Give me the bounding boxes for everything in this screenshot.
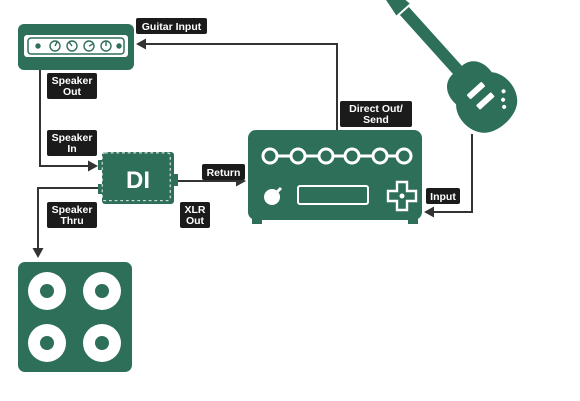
amp-head-icon bbox=[18, 24, 134, 70]
svg-text:Speaker: Speaker bbox=[52, 75, 93, 87]
electric-guitar-icon bbox=[385, 0, 518, 133]
svg-text:Direct Out/: Direct Out/ bbox=[349, 103, 403, 115]
svg-text:Send: Send bbox=[363, 114, 389, 126]
arrowhead-di-speaker-in bbox=[88, 160, 98, 172]
svg-text:In: In bbox=[67, 143, 76, 155]
speaker-cabinet-icon bbox=[18, 262, 132, 372]
svg-text:Out: Out bbox=[186, 215, 205, 227]
svg-text:XLR: XLR bbox=[185, 204, 206, 216]
label-speaker-thru: Speaker Thru bbox=[47, 202, 97, 228]
label-direct-out-send: Direct Out/ Send bbox=[340, 101, 412, 127]
label-speaker-out: Speaker Out bbox=[47, 73, 97, 99]
arrowhead-cabinet bbox=[32, 248, 44, 258]
svg-text:Out: Out bbox=[63, 86, 82, 98]
arrowhead-input bbox=[424, 206, 434, 218]
wire-guitar-to-input bbox=[432, 134, 473, 213]
label-input: Input bbox=[426, 188, 460, 204]
display-screen bbox=[297, 185, 369, 205]
di-box-icon: DI bbox=[98, 152, 178, 204]
wire-speaker-thru-to-cab bbox=[37, 187, 103, 250]
di-box-label: DI bbox=[126, 167, 150, 194]
volume-knob-icon bbox=[264, 186, 283, 205]
wire-speaker-out-to-di bbox=[39, 70, 90, 167]
svg-text:Thru: Thru bbox=[60, 215, 83, 227]
label-return: Return bbox=[202, 164, 245, 180]
label-speaker-in: Speaker In bbox=[47, 130, 97, 156]
arrowhead-amp-input bbox=[136, 38, 146, 50]
svg-text:Speaker: Speaker bbox=[52, 132, 93, 144]
svg-text:Speaker: Speaker bbox=[52, 204, 93, 216]
svg-text:Guitar Input: Guitar Input bbox=[142, 21, 202, 33]
svg-text:Return: Return bbox=[207, 167, 241, 179]
label-xlr-out: XLR Out bbox=[180, 202, 210, 228]
svg-text:Input: Input bbox=[430, 191, 456, 203]
label-guitar-input: Guitar Input bbox=[136, 18, 207, 34]
footswitch-row bbox=[261, 147, 413, 165]
multi-effects-unit-icon bbox=[248, 130, 422, 224]
wires bbox=[32, 38, 473, 258]
wire-direct-out-to-amp bbox=[144, 43, 338, 130]
navigation-dpad-icon bbox=[386, 180, 418, 212]
